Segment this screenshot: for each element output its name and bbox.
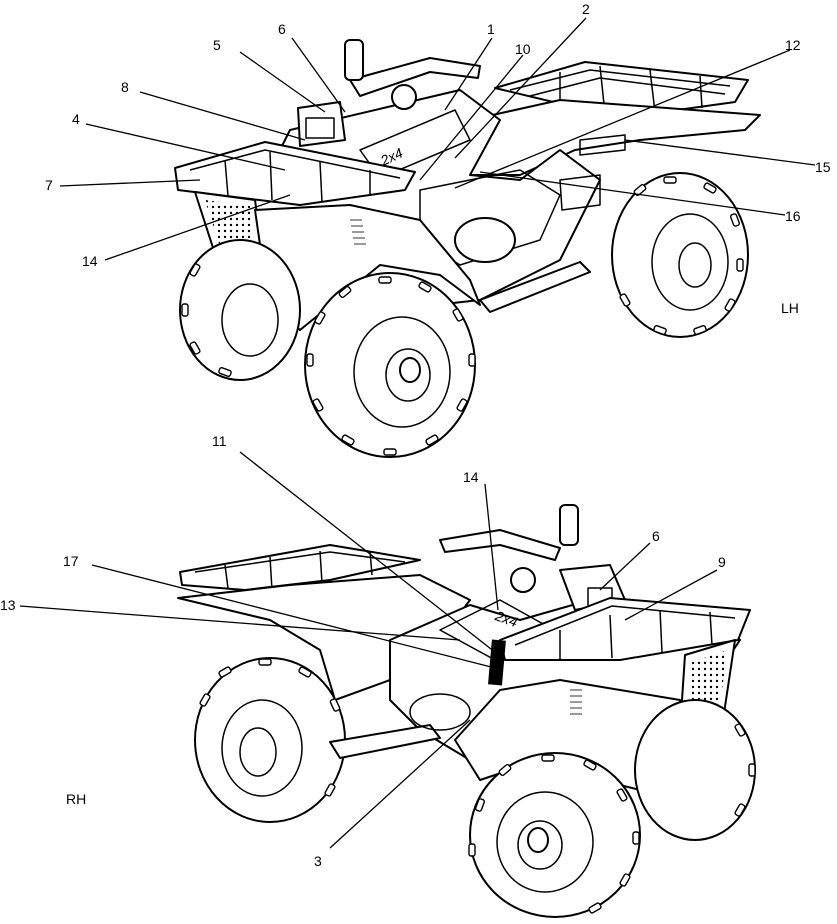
rh-callout-9: 9 [718, 554, 726, 570]
lh-callout-15: 15 [815, 159, 831, 175]
lh-callout-10: 10 [515, 41, 531, 57]
rh-callout-leaders [19, 451, 718, 849]
lh-handlebar [344, 39, 481, 110]
lh-callout-6: 6 [278, 21, 286, 37]
lh-callout-5: 5 [213, 37, 221, 53]
rh-far-front-wheel [634, 699, 756, 841]
lh-rear-wheel [611, 172, 749, 338]
lh-callout-labels: 1 2 5 6 8 10 12 4 7 14 15 16 LH [45, 1, 831, 316]
rh-rear-wheel [194, 657, 346, 823]
svg-text:2x4: 2x4 [492, 607, 520, 630]
rh-callout-17: 17 [63, 553, 79, 569]
rh-handlebar [439, 504, 579, 593]
rh-callout-11: 11 [212, 433, 227, 449]
lh-view-label: LH [781, 300, 799, 316]
lh-callout-14: 14 [82, 253, 98, 269]
lh-callout-2: 2 [582, 1, 590, 17]
lh-callout-7: 7 [45, 177, 53, 193]
lh-view-atv: 2x4 [174, 39, 761, 458]
rh-callout-3: 3 [314, 853, 322, 869]
rh-view-atv: 2x4 [177, 504, 756, 918]
lh-callout-leaders [59, 17, 816, 261]
lh-callout-8: 8 [121, 79, 129, 95]
rh-callout-13: 13 [0, 597, 16, 613]
rh-rear-rack [179, 544, 421, 591]
rh-callout-14: 14 [463, 469, 479, 485]
lh-far-front-wheel [179, 239, 301, 381]
lh-callout-1: 1 [487, 21, 495, 37]
lh-front-rack [174, 141, 416, 206]
lh-callout-12: 12 [785, 37, 801, 53]
rh-view-label: RH [66, 791, 86, 807]
lh-front-wheel [304, 272, 476, 458]
rh-callout-6: 6 [652, 528, 660, 544]
lh-callout-4: 4 [72, 111, 80, 127]
lh-callout-16: 16 [785, 208, 801, 224]
rh-callout-labels: 11 14 6 9 17 13 3 RH [0, 433, 726, 869]
rh-front-wheel [468, 752, 641, 918]
lh-rear-fender [464, 99, 761, 176]
